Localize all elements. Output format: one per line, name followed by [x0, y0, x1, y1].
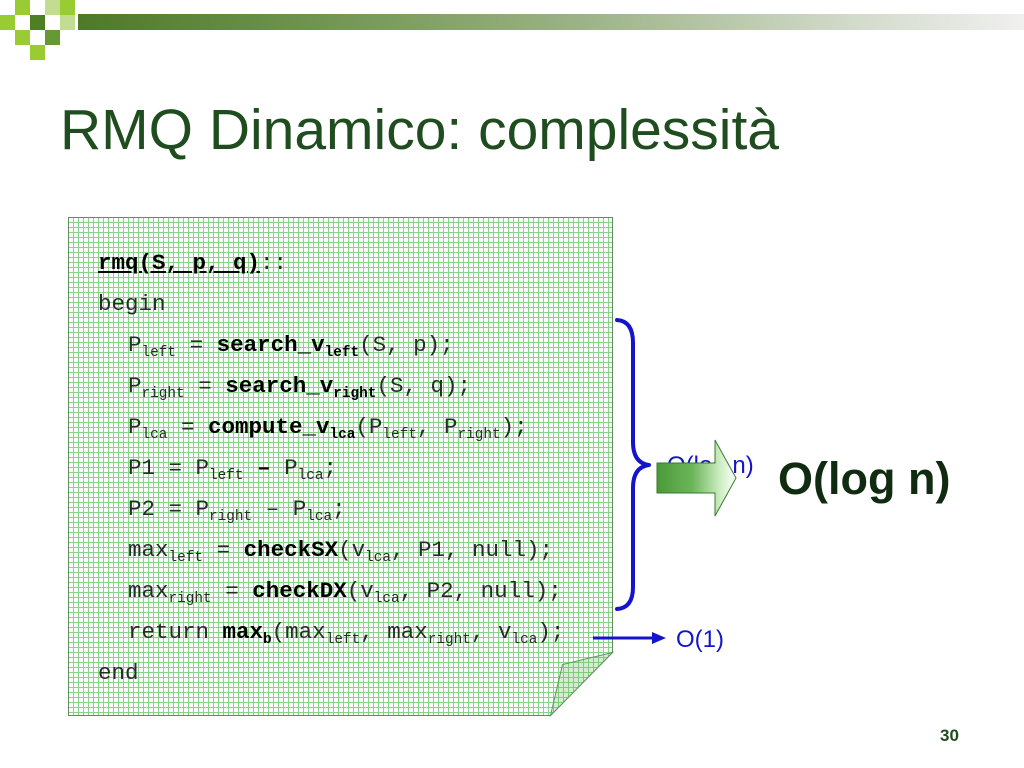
header-gradient-bar: [78, 14, 1024, 30]
code-text: (P: [355, 414, 383, 440]
code-line: P2 = Pright – Plca;: [98, 489, 564, 530]
decoration-square: [45, 0, 60, 15]
code-text: =: [184, 373, 226, 399]
code-text: (S, q);: [376, 373, 471, 399]
code-text: , P: [416, 414, 458, 440]
code-text: – P: [252, 496, 307, 522]
code-line: maxright = checkDX(vlca, P2, null);: [98, 571, 564, 612]
code-bold-token: search_v: [216, 332, 325, 358]
code-subscript: lca: [511, 632, 538, 649]
return-complexity-label: O(1): [676, 626, 724, 653]
code-subscript: lca: [365, 550, 392, 567]
note-paper-folded-corner: [549, 651, 614, 717]
code-bold-token: checkDX: [252, 578, 347, 604]
code-line: Plca = compute_vlca(Pleft, Pright);: [98, 407, 564, 448]
code-subscript: right: [141, 386, 185, 403]
code-subscript: right: [427, 632, 471, 649]
code-text: , v: [470, 619, 512, 645]
code-text: =: [203, 537, 244, 563]
code-subscript: lca: [329, 427, 356, 444]
code-text: max: [128, 537, 169, 563]
function-signature: rmq(S, p, q): [98, 250, 261, 276]
decoration-square: [60, 0, 75, 15]
code-text: (S, p);: [359, 332, 454, 358]
code-text: P2 = P: [128, 496, 210, 522]
code-text: P1 = P: [128, 455, 210, 481]
code-text: =: [176, 332, 217, 358]
code-line: P1 = Pleft – Plca;: [98, 448, 564, 489]
code-text: P: [128, 332, 142, 358]
code-text: begin: [98, 291, 166, 317]
code-text: P: [128, 373, 142, 399]
code-text: , P2, null);: [399, 578, 562, 604]
code-subscript: left: [209, 468, 244, 485]
code-bold-token: checkSX: [243, 537, 339, 563]
code-subscript: lca: [306, 509, 333, 526]
code-text: (max: [271, 619, 326, 645]
code-text: P: [128, 414, 142, 440]
code-line: maxleft = checkSX(vlca, P1, null);: [98, 530, 564, 571]
blue-right-arrow-icon: [593, 632, 666, 644]
code-text: =: [167, 414, 208, 440]
code-bold-token: compute_v: [207, 414, 330, 440]
code-subscript: lca: [373, 591, 400, 608]
code-line: begin: [98, 284, 564, 325]
pseudocode-block: rmq(S, p, q):: begin Pleft = search_vlef…: [98, 243, 564, 694]
code-bold-token: max: [222, 619, 264, 645]
code-bold-token: search_v: [225, 373, 334, 399]
code-line: end: [98, 653, 564, 694]
decoration-square: [60, 15, 75, 30]
header-pixel-decoration: [0, 0, 78, 60]
code-line: Pright = search_vright(S, q);: [98, 366, 564, 407]
decoration-square: [0, 15, 15, 30]
code-subscript: left: [325, 632, 361, 649]
code-subscript: lca: [297, 468, 324, 485]
code-bold-token: –: [257, 455, 271, 481]
code-text: =: [211, 578, 253, 604]
decoration-square: [30, 45, 45, 60]
code-subscript: right: [457, 427, 501, 444]
code-text: );: [537, 619, 565, 645]
code-line: rmq(S, p, q)::: [98, 243, 564, 284]
slide-title: RMQ Dinamico: complessità: [60, 98, 780, 162]
green-right-arrow-icon: [656, 439, 737, 517]
code-text: (v: [346, 578, 374, 604]
code-subscript: right: [333, 386, 377, 403]
code-text: , P1, null);: [391, 537, 554, 563]
decoration-square: [30, 15, 45, 30]
code-subscript: right: [168, 591, 212, 608]
code-text: end: [98, 660, 139, 686]
page-number: 30: [940, 726, 959, 745]
code-text: (v: [338, 537, 366, 563]
code-subscript: left: [141, 345, 177, 362]
code-line: Pleft = search_vleft(S, p);: [98, 325, 564, 366]
code-text: ;: [323, 455, 338, 481]
code-text: return: [128, 619, 223, 645]
decoration-square: [15, 0, 30, 15]
total-complexity-label: O(log n): [778, 453, 951, 504]
code-line: return maxb(maxleft, maxright, vlca);: [98, 612, 564, 653]
code-text: ::: [260, 250, 288, 276]
code-subscript: left: [168, 550, 204, 567]
code-text: );: [500, 414, 528, 440]
right-curly-brace: [615, 318, 651, 611]
decoration-square: [45, 30, 60, 45]
code-subscript: left: [324, 345, 360, 362]
code-text: P: [270, 455, 298, 481]
code-text: , max: [360, 619, 428, 645]
code-subscript: left: [382, 427, 417, 444]
code-text: max: [128, 578, 169, 604]
code-subscript: b: [263, 632, 272, 649]
code-text: ;: [332, 496, 346, 522]
code-subscript: lca: [141, 427, 168, 444]
code-note-paper: [68, 217, 614, 717]
decoration-square: [15, 30, 30, 45]
code-subscript: right: [209, 509, 253, 526]
